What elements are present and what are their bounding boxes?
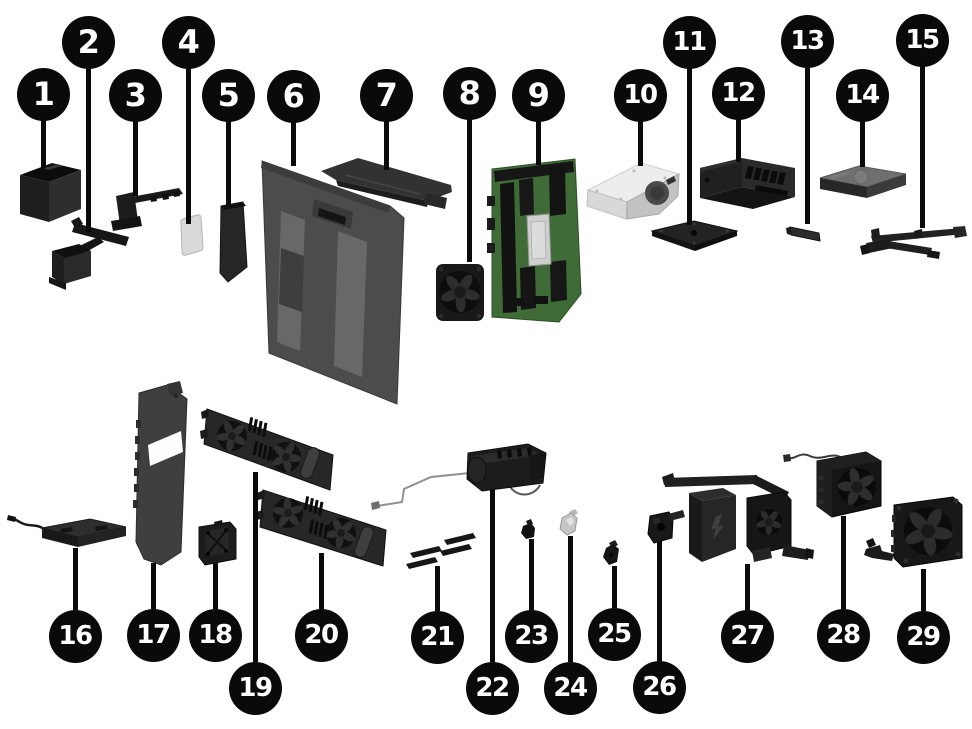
- callout-21: 21: [410, 610, 464, 664]
- leader-line-1: [40, 120, 46, 168]
- part-16-drive-tray: [7, 515, 127, 547]
- part-20-fan-bracket-lower: [256, 489, 387, 567]
- part-26-sensor-bracket: [647, 510, 685, 544]
- callout-12: 12: [711, 66, 765, 120]
- leader-line-20: [318, 553, 324, 609]
- callout-6: 6: [266, 69, 320, 123]
- callout-2: 2: [61, 15, 115, 69]
- part-11-cover-plate: [650, 220, 739, 251]
- part-1-speaker: [20, 163, 81, 222]
- leader-line-19: [252, 472, 258, 662]
- leader-line-16: [72, 548, 78, 610]
- callout-11: 11: [662, 15, 716, 69]
- part-6-access-panel: [261, 160, 405, 405]
- leader-line-9: [535, 121, 541, 165]
- callout-29: 29: [896, 610, 950, 664]
- callout-1: 1: [16, 67, 70, 121]
- leader-line-5: [225, 121, 231, 206]
- part-15-drive-bracket: [860, 226, 967, 259]
- part-18-fan-mount: [198, 520, 237, 566]
- part-25-small-clip: [603, 540, 619, 565]
- leader-line-21: [434, 566, 440, 611]
- part-8-front-fan: [436, 264, 485, 321]
- leader-line-14: [859, 121, 865, 167]
- part-12-drive-cage: [700, 158, 795, 209]
- callout-15: 15: [895, 13, 949, 67]
- leader-line-17: [150, 563, 156, 609]
- callout-22: 22: [465, 661, 519, 715]
- part-24-retention-clip: [559, 509, 578, 536]
- part-7-top-cover: [321, 158, 452, 209]
- callout-24: 24: [543, 661, 597, 715]
- leader-line-7: [383, 121, 389, 170]
- leader-line-13: [804, 67, 810, 224]
- callout-7: 7: [359, 68, 413, 122]
- callout-25: 25: [587, 607, 641, 661]
- leader-line-23: [528, 539, 534, 610]
- callout-4: 4: [161, 15, 215, 69]
- leader-line-8: [466, 119, 472, 262]
- leader-line-3: [132, 121, 138, 196]
- part-10-power-supply: [586, 162, 681, 220]
- leader-line-12: [735, 119, 741, 162]
- leader-line-11: [686, 68, 692, 225]
- part-3-card-guide: [111, 188, 183, 231]
- part-4-blank-card: [180, 214, 204, 256]
- leader-line-28: [840, 516, 846, 609]
- part-19-fan-bracket-upper: [200, 408, 334, 491]
- part-27-fan-holder: [662, 473, 814, 562]
- part-22-switch-assembly: [371, 443, 547, 510]
- part-13-bezel-blank: [786, 226, 821, 242]
- leader-line-10: [637, 121, 643, 166]
- callout-10: 10: [613, 68, 667, 122]
- leader-line-27: [744, 564, 750, 610]
- callout-28: 28: [816, 608, 870, 662]
- part-29-rear-fan: [864, 496, 963, 568]
- callout-19: 19: [228, 661, 282, 715]
- leader-line-22: [489, 489, 495, 662]
- part-28-memory-fan: [783, 451, 885, 518]
- part-21-drive-rails: [406, 533, 476, 569]
- callout-27: 27: [720, 609, 774, 663]
- callout-17: 17: [126, 608, 180, 662]
- leader-line-24: [567, 536, 573, 662]
- part-5-cover-bar: [219, 201, 248, 283]
- part-14-hard-drive: [819, 165, 907, 198]
- leader-line-25: [611, 566, 617, 608]
- leader-line-26: [656, 541, 662, 661]
- leader-line-6: [290, 122, 296, 166]
- callout-20: 20: [294, 608, 348, 662]
- leader-line-15: [919, 66, 925, 228]
- leader-line-4: [185, 68, 191, 224]
- part-17-front-panel: [133, 381, 188, 566]
- leader-line-18: [212, 563, 218, 609]
- callout-3: 3: [108, 68, 162, 122]
- callout-23: 23: [504, 609, 558, 663]
- callout-16: 16: [48, 609, 102, 663]
- callout-14: 14: [835, 68, 889, 122]
- part-9-system-board: [487, 158, 582, 323]
- callout-9: 9: [511, 68, 565, 122]
- part-2-antenna-assembly: [49, 217, 129, 290]
- callout-13: 13: [780, 14, 834, 68]
- callout-18: 18: [188, 608, 242, 662]
- leader-line-29: [920, 569, 926, 611]
- leader-line-2: [85, 68, 91, 232]
- callout-8: 8: [442, 66, 496, 120]
- part-23-cable-clip: [521, 519, 535, 539]
- callout-5: 5: [201, 68, 255, 122]
- callout-26: 26: [632, 660, 686, 714]
